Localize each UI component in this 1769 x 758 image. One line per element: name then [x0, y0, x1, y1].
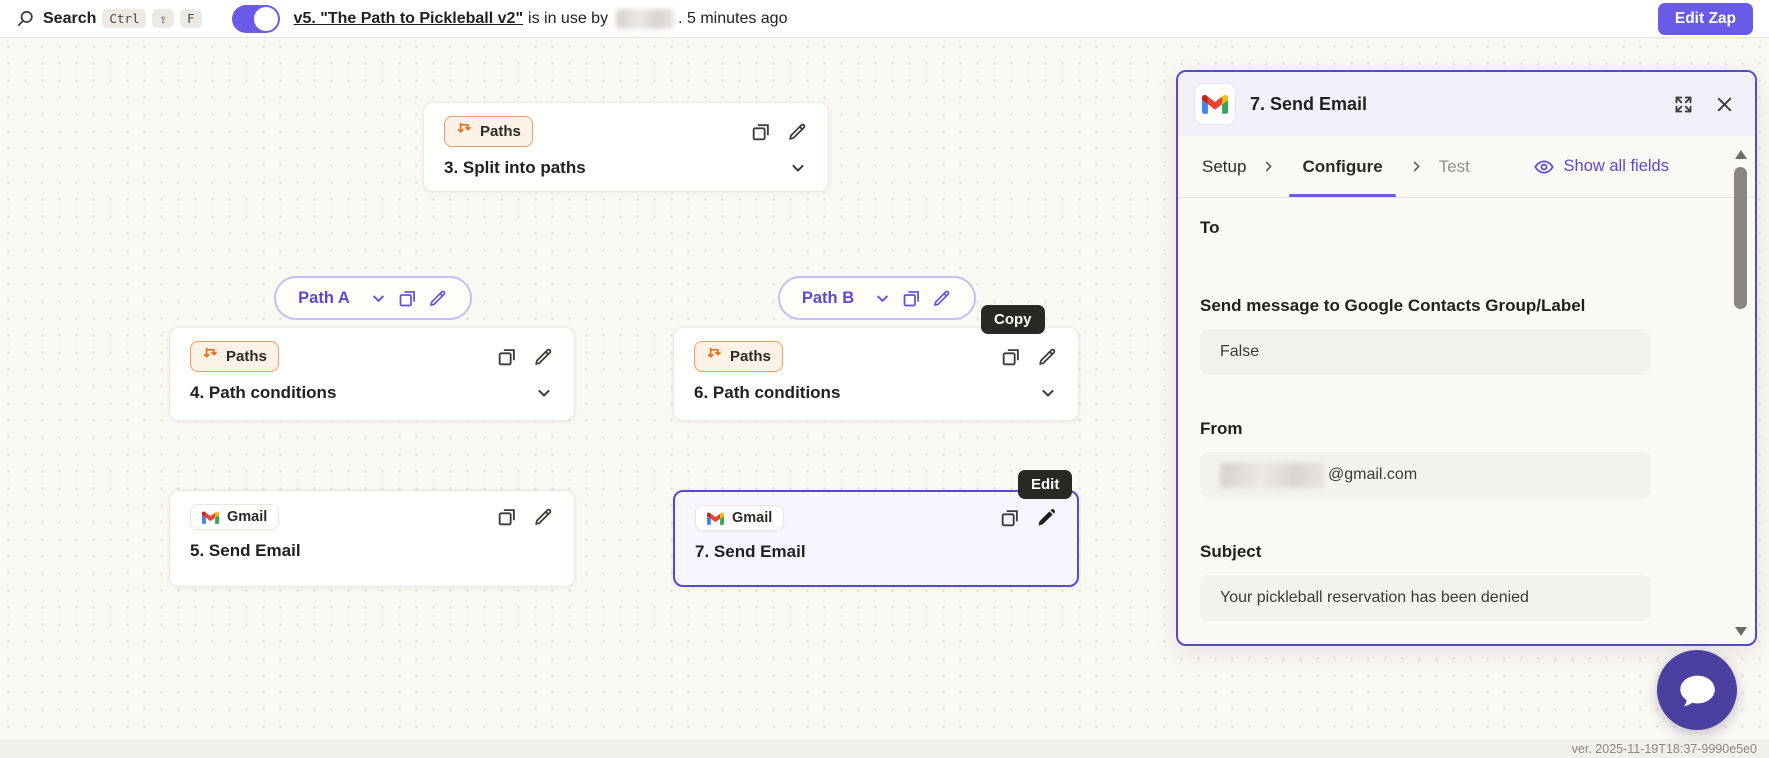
path-a-label: Path A [298, 288, 350, 307]
keycap-f: F [180, 8, 202, 29]
tab-setup[interactable]: Setup [1202, 156, 1247, 176]
node-title: 5. Send Email [190, 541, 301, 560]
version-bar: ver. 2025-11-19T18:37-9990e5e0 [0, 739, 1769, 758]
chevron-down-icon[interactable] [1038, 383, 1058, 403]
copy-icon[interactable] [999, 507, 1021, 529]
tab-configure[interactable]: Configure [1289, 136, 1397, 197]
copy-icon[interactable] [397, 288, 418, 309]
scroll-up-arrow[interactable] [1735, 150, 1747, 159]
node-5-send-email[interactable]: Gmail 5. Send Email [169, 490, 575, 587]
path-b-label: Path B [801, 288, 855, 307]
group-input[interactable]: False [1200, 329, 1651, 375]
subject-label: Subject [1200, 542, 1262, 561]
edit-pencil-icon[interactable] [532, 346, 554, 368]
expand-icon[interactable] [1673, 94, 1694, 115]
in-use-text: is in use by [528, 9, 609, 27]
eye-icon [1533, 156, 1555, 178]
edit-pencil-icon[interactable] [786, 121, 808, 143]
top-bar: Search Ctrl ⇧ F v5. "The Path to Pickleb… [0, 0, 1769, 38]
from-label: From [1200, 419, 1243, 438]
group-label: Send message to Google Contacts Group/La… [1200, 296, 1586, 315]
edit-pencil-icon[interactable] [427, 288, 448, 309]
search-label: Search [43, 9, 97, 27]
node-title: 7. Send Email [695, 542, 806, 561]
show-all-fields-button[interactable]: Show all fields [1533, 156, 1669, 178]
panel-scrollbar[interactable] [1734, 150, 1748, 636]
path-a-pill[interactable]: Path A [274, 276, 472, 320]
gmail-app-badge: Gmail [190, 504, 280, 530]
copy-icon[interactable] [1000, 346, 1022, 368]
search-control[interactable]: Search [16, 9, 96, 28]
chevron-right-icon [1408, 158, 1425, 175]
paths-app-badge: Paths [444, 116, 533, 147]
edit-pencil-icon[interactable] [1036, 346, 1058, 368]
node-title: 3. Split into paths [444, 158, 586, 177]
version-text: ver. 2025-11-19T18:37-9990e5e0 [1571, 741, 1757, 756]
paths-fork-icon [706, 346, 723, 367]
paths-fork-icon [456, 121, 473, 142]
node-4-path-conditions[interactable]: Paths 4. Path conditions [169, 327, 575, 421]
node-6-path-conditions[interactable]: Paths 6. Path conditions [673, 327, 1079, 421]
zap-on-off-toggle[interactable] [231, 4, 280, 33]
node-title: 6. Path conditions [694, 383, 841, 402]
path-b-pill[interactable]: Path B [778, 276, 976, 320]
close-icon[interactable] [1714, 94, 1735, 115]
paths-fork-icon [202, 346, 219, 367]
keycap-ctrl: Ctrl [102, 8, 147, 29]
panel-body: To Send message to Google Contacts Group… [1178, 198, 1755, 621]
to-label: To [1200, 218, 1220, 237]
panel-header: 7. Send Email [1178, 72, 1755, 136]
paths-app-badge: Paths [694, 341, 783, 372]
copy-icon[interactable] [496, 506, 518, 528]
step-config-panel: 7. Send Email Setup Configure Test Show … [1176, 70, 1757, 646]
connector-arrows [0, 38, 300, 188]
scroll-down-arrow[interactable] [1735, 627, 1747, 636]
copy-icon[interactable] [750, 121, 772, 143]
edit-pencil-icon[interactable] [931, 288, 952, 309]
panel-title: 7. Send Email [1250, 93, 1368, 114]
zap-version-link[interactable]: v5. "The Path to Pickleball v2" [293, 9, 524, 27]
chevron-right-icon [1260, 158, 1277, 175]
redacted-email-name [1220, 462, 1324, 488]
scrollbar-thumb[interactable] [1734, 167, 1747, 309]
subject-input[interactable]: Your pickleball reservation has been den… [1200, 575, 1651, 621]
node-title: 4. Path conditions [190, 383, 337, 402]
chevron-down-icon[interactable] [534, 383, 554, 403]
copy-tooltip: Copy [981, 305, 1045, 334]
redacted-user-name [616, 8, 675, 29]
node-3-split-into-paths[interactable]: Paths 3. Split into paths [423, 102, 829, 192]
copy-icon[interactable] [901, 288, 922, 309]
keycap-shift: ⇧ [152, 8, 175, 29]
gmail-icon [202, 511, 219, 524]
search-icon [16, 9, 35, 28]
chevron-down-icon[interactable] [369, 289, 388, 308]
gmail-icon [707, 512, 724, 525]
edit-tooltip: Edit [1018, 470, 1073, 499]
node-7-send-email[interactable]: Gmail 7. Send Email [673, 490, 1079, 587]
chat-bubble-icon [1674, 667, 1720, 713]
chevron-down-icon[interactable] [788, 158, 808, 178]
edit-pencil-icon[interactable] [532, 506, 554, 528]
panel-tabs: Setup Configure Test Show all fields [1178, 136, 1755, 198]
edit-pencil-icon[interactable] [1035, 507, 1057, 529]
copy-icon[interactable] [496, 346, 518, 368]
gmail-icon [1194, 83, 1236, 125]
gmail-app-badge: Gmail [695, 505, 785, 531]
edit-zap-button[interactable]: Edit Zap [1657, 2, 1753, 35]
help-chat-button[interactable] [1657, 650, 1737, 730]
toggle-knob [253, 6, 278, 31]
chevron-down-icon[interactable] [873, 289, 892, 308]
from-input[interactable]: @gmail.com [1200, 452, 1651, 498]
tab-test[interactable]: Test [1438, 156, 1470, 176]
paths-app-badge: Paths [190, 341, 279, 372]
in-use-time: . 5 minutes ago [678, 9, 788, 27]
